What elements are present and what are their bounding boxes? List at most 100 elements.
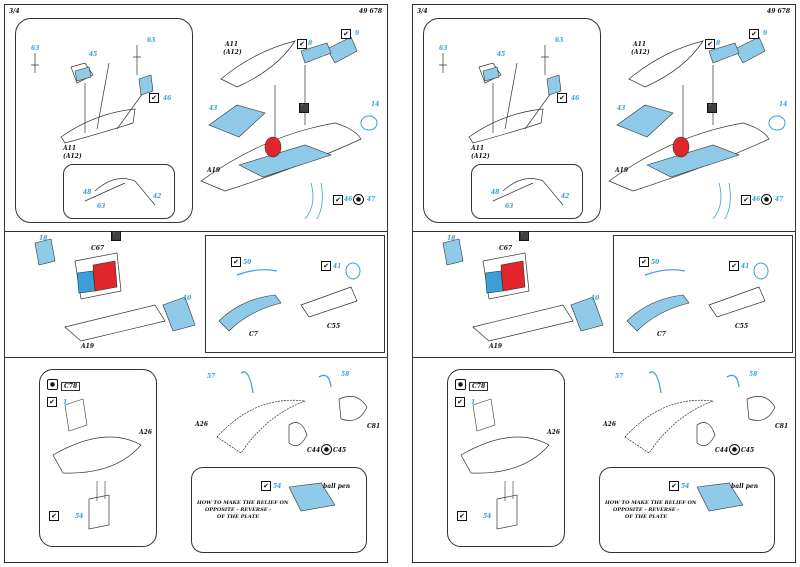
a26-label: A26 (139, 429, 153, 436)
c67-label: C67 (499, 245, 513, 252)
part-43-label: 43 (617, 105, 626, 112)
a12-label: (A12) (471, 153, 490, 160)
part-58-label: 58 (749, 371, 758, 378)
part-54-label: 54 (75, 513, 84, 520)
a19-label: A19 (81, 343, 95, 350)
part-54-label: 54 (483, 513, 492, 520)
reverse-side-icon: ● (353, 194, 364, 205)
check-icon: ✔ (231, 257, 241, 267)
c67-label: C67 (91, 245, 105, 252)
relief-note-line3: OF THE PLATE (625, 514, 668, 520)
a26-label: A26 (603, 421, 617, 428)
reverse-side-icon: ● (729, 444, 740, 455)
panel-detail-inset (471, 164, 583, 219)
check-icon: ✔ (261, 481, 271, 491)
c81-label: C81 (367, 423, 381, 430)
check-icon: ✔ (321, 261, 331, 271)
ball-pen-label: ball pen (323, 483, 351, 490)
part-43-label: 43 (209, 105, 218, 112)
part-63-label: 63 (97, 203, 106, 210)
part-1-label: 1 (63, 399, 68, 406)
relief-note-line1: HOW TO MAKE THE RELIEF ON (605, 500, 697, 506)
a11-label: A11 (471, 145, 485, 152)
a19-label: A19 (615, 167, 629, 174)
dark-square-icon: ⬛ (111, 231, 121, 241)
check-icon: ✔ (741, 195, 751, 205)
part-54-label: 54 (273, 483, 282, 490)
panel-middle-right (613, 235, 793, 353)
dark-square-icon: ⬛ (707, 103, 717, 113)
a11-label: A11 (63, 145, 77, 152)
part-41-label: 41 (333, 263, 342, 270)
page-number: 3/4 (417, 8, 428, 15)
panel-detail-inset (63, 164, 175, 219)
part-50-label: 50 (651, 259, 660, 266)
relief-note-line2: OPPOSITE - REVERSE - (205, 507, 272, 513)
check-icon: ✔ (729, 261, 739, 271)
ball-pen-label: ball pen (731, 483, 759, 490)
part-57-label: 57 (615, 373, 624, 380)
part-42-label: 42 (561, 193, 570, 200)
part-14-label: 14 (371, 101, 380, 108)
part-9-label: 9 (763, 30, 768, 37)
part-41-label: 41 (741, 263, 750, 270)
part-54-label: 54 (681, 483, 690, 490)
part-58-label: 58 (341, 371, 350, 378)
a12-label: (A12) (223, 49, 242, 56)
divider (413, 357, 795, 358)
part-45-label: 45 (89, 51, 98, 58)
c55-label: C55 (735, 323, 749, 330)
check-icon: ✔ (639, 257, 649, 267)
part-10-label: 10 (183, 295, 192, 302)
page-number: 3/4 (9, 8, 20, 15)
divider (413, 231, 795, 232)
panel-bottom-right (599, 467, 775, 553)
c44-label: C44 (715, 447, 729, 454)
check-icon: ✔ (297, 39, 307, 49)
panel-middle-right (205, 235, 385, 353)
relief-note-line1: HOW TO MAKE THE RELIEF ON (197, 500, 289, 506)
divider (5, 357, 387, 358)
reverse-side-icon: ● (321, 444, 332, 455)
panel-bottom-right (191, 467, 367, 553)
dark-square-icon: ⬛ (299, 103, 309, 113)
a26-label: A26 (547, 429, 561, 436)
part-63-label: 63 (439, 45, 448, 52)
part-9-label: 9 (355, 30, 360, 37)
c55-label: C55 (327, 323, 341, 330)
part-8-label: 8 (716, 40, 721, 47)
check-icon: ✔ (457, 511, 467, 521)
divider (5, 231, 387, 232)
part-46-label: 46 (163, 95, 172, 102)
a11-label: A11 (633, 41, 647, 48)
check-icon: ✔ (455, 397, 465, 407)
assembly-drawings (31, 36, 378, 530)
check-icon: ✔ (333, 195, 343, 205)
part-45-label: 45 (497, 51, 506, 58)
part-57-label: 57 (207, 373, 216, 380)
part-63-label: 63 (147, 37, 156, 44)
c7-label: C7 (249, 331, 258, 338)
assembly-drawings (439, 36, 786, 530)
part-63-label: 63 (555, 37, 564, 44)
part-47-label: 47 (367, 196, 376, 203)
a19-label: A19 (207, 167, 221, 174)
a12-label: (A12) (63, 153, 82, 160)
c44-label: C44 (307, 447, 321, 454)
a26-label: A26 (195, 421, 209, 428)
c7-label: C7 (657, 331, 666, 338)
a19-label: A19 (489, 343, 503, 350)
check-icon: ✔ (341, 29, 351, 39)
c81-label: C81 (775, 423, 789, 430)
instruction-page-right: 3/4 49 678 (412, 4, 796, 563)
part-42-label: 42 (153, 193, 162, 200)
part-1-label: 1 (471, 399, 476, 406)
c45-label: C45 (741, 447, 755, 454)
page-gutter (392, 0, 408, 567)
check-icon: ✔ (47, 397, 57, 407)
dark-square-icon: ⬛ (519, 231, 529, 241)
relief-note-line3: OF THE PLATE (217, 514, 260, 520)
part-46-label: 46 (571, 95, 580, 102)
part-46-label: 46 (344, 196, 353, 203)
check-icon: ✔ (705, 39, 715, 49)
